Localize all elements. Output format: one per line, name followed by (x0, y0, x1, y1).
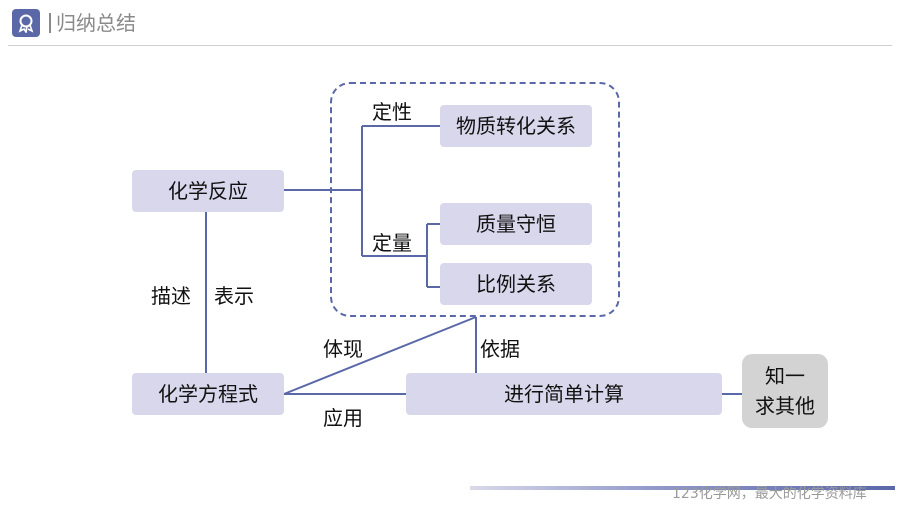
label-qualitative: 定性 (372, 100, 412, 124)
node-chem-equation: 化学方程式 (132, 373, 284, 415)
node-know-one-find-other: 知一 求其他 (742, 354, 828, 428)
node-know-one-line: 知一 (765, 364, 805, 388)
dashed-group-box (330, 82, 620, 317)
footer-watermark: 123化学网，最大的化学资料库 (672, 486, 867, 502)
page-title: 归纳总结 (56, 11, 136, 35)
node-find-other-line: 求其他 (755, 394, 815, 418)
label-basis: 依据 (480, 337, 520, 361)
header-divider (49, 13, 51, 33)
label-apply: 应用 (323, 406, 363, 430)
label-quantitative: 定量 (372, 231, 412, 255)
node-material-conversion: 物质转化关系 (440, 105, 592, 147)
node-chem-reaction: 化学反应 (132, 170, 284, 212)
label-embody: 体现 (323, 337, 363, 361)
connector-embody (283, 316, 477, 395)
header: 归纳总结 (0, 0, 900, 46)
label-represent: 表示 (214, 284, 254, 308)
node-simple-calculation: 进行简单计算 (406, 373, 722, 415)
node-mass-conservation: 质量守恒 (440, 203, 592, 245)
header-rule (8, 45, 892, 46)
logo-icon (12, 9, 40, 37)
node-proportion-relation: 比例关系 (440, 263, 592, 305)
label-describe: 描述 (151, 284, 191, 308)
